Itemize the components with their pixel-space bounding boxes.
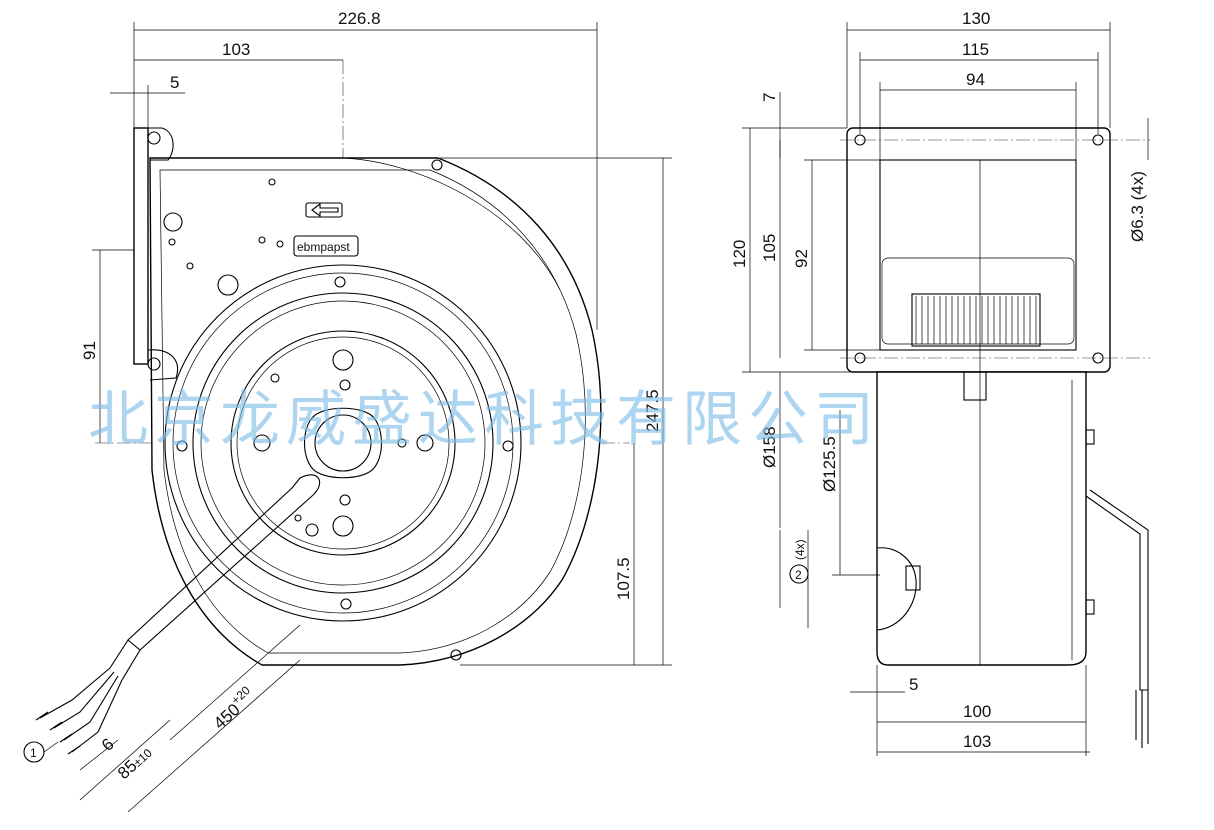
watermark: 北京龙威盛达科技有限公司 — [88, 385, 880, 455]
impeller-blades — [911, 293, 1041, 347]
dim-wire-length: 85±10 — [114, 743, 156, 783]
dim-center-height: 107.5 — [614, 557, 633, 600]
callout-wires-label: 1 — [30, 746, 37, 760]
housing-outline — [149, 157, 602, 666]
dim-motor-diameter: Ø125.5 — [820, 436, 839, 492]
dim-mount-height: 91 — [80, 341, 99, 360]
dim-outlet-height: 92 — [792, 249, 811, 268]
dim-flange-width: 130 — [962, 9, 990, 28]
dim-hole-diameter: Ø6.3 (4x) — [1128, 171, 1147, 242]
dim-overall-width: 226.8 — [338, 9, 381, 28]
callout-mounting-label: 2 — [795, 568, 802, 582]
front-view: ebmpapst — [23, 9, 672, 813]
brand-label: ebmpapst — [297, 240, 350, 254]
dim-hole-offset: 7 — [760, 93, 779, 102]
side-view: 2 (4x) 130 115 94 7 120 105 92 — [730, 9, 1150, 756]
dim-outlet-width: 94 — [966, 70, 985, 89]
dim-flange-thickness: 5 — [170, 73, 179, 92]
dim-flange-height: 120 — [730, 240, 749, 268]
dim-cable-length: 450+20 — [207, 683, 259, 733]
inlet-ring-outer — [164, 264, 522, 622]
cable — [127, 474, 321, 651]
outlet-opening — [879, 159, 1077, 351]
rotation-arrow-icon — [311, 202, 339, 218]
dim-housing-diameter: Ø158 — [760, 426, 779, 468]
motor-hub — [303, 407, 383, 479]
dim-overall-height: 247.5 — [643, 389, 662, 432]
dim-strip-length: 6 — [98, 735, 118, 755]
mounting-flange — [133, 127, 149, 365]
dim-hole-spacing-h: 105 — [760, 234, 779, 262]
dim-depth-outer: 103 — [963, 732, 991, 751]
housing-side — [876, 371, 1087, 666]
dim-inlet-center: 103 — [222, 40, 250, 59]
outlet-flange — [846, 127, 1111, 373]
dim-hole-spacing-w: 115 — [962, 40, 989, 59]
dim-depth-offset: 5 — [909, 675, 918, 694]
dim-mount-note: (4x) — [793, 539, 807, 560]
dim-depth-inner: 100 — [963, 702, 991, 721]
